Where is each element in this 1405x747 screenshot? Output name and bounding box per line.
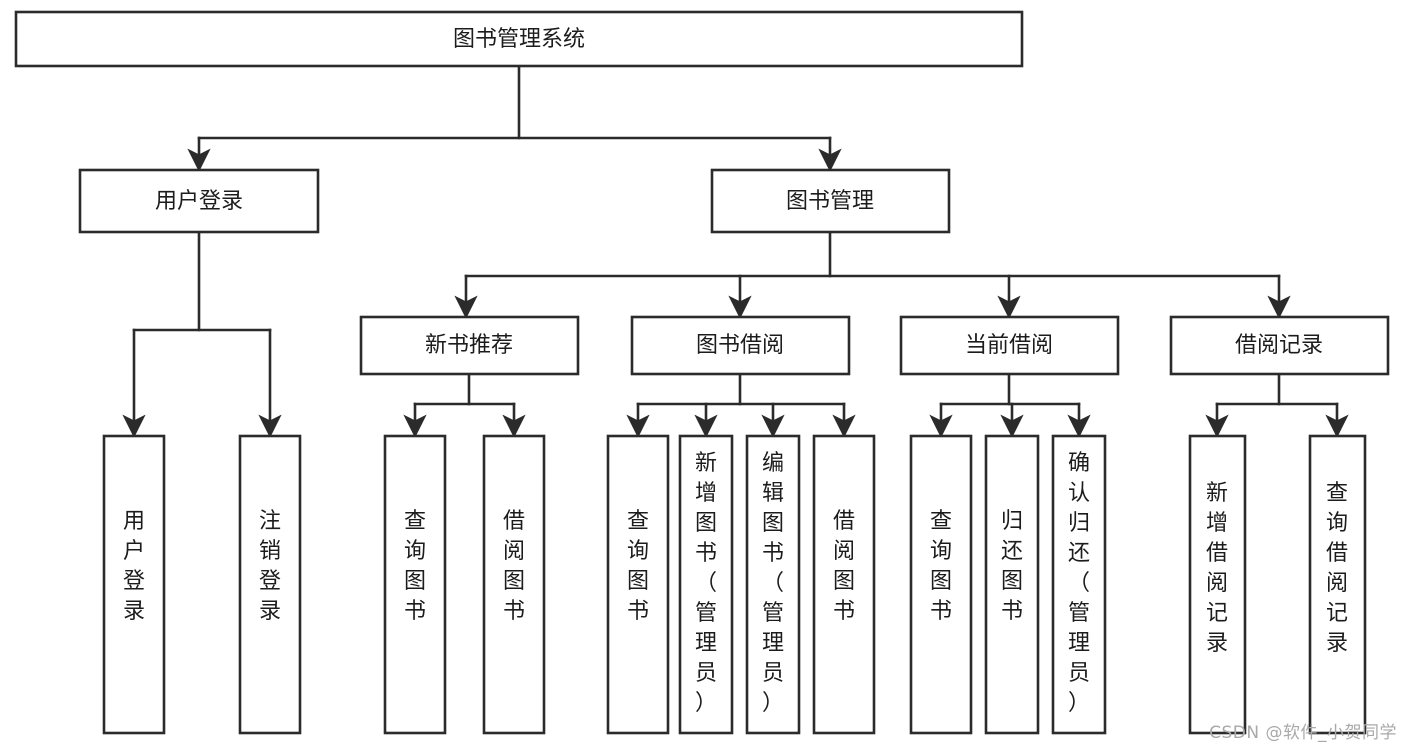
node-leaf2-label: 注销登录 [259,509,281,624]
node-leaf9[interactable]: 查询图书 [909,434,973,735]
node-leaf6[interactable]: 新增图书（管理员） [678,434,734,735]
node-login-label: 用户登录 [155,189,243,214]
edges-layer [122,64,1349,438]
node-leaf7-label: 编辑图书（管理员） [762,451,784,716]
node-leaf4[interactable]: 借阅图书 [482,434,546,735]
node-login-box[interactable] [78,168,320,234]
node-leaf8[interactable]: 借阅图书 [812,434,876,735]
node-leaf12[interactable]: 新增借阅记录 [1188,434,1247,735]
node-leaf5-label: 查询图书 [627,509,649,624]
node-current[interactable]: 当前借阅 [899,315,1120,376]
node-leaf3-label: 查询图书 [404,509,426,624]
node-leaf4-label: 借阅图书 [503,509,525,624]
node-leaf1-label: 用户登录 [123,509,145,624]
node-leaf8-label: 借阅图书 [833,509,855,624]
node-current-label: 当前借阅 [965,333,1053,358]
node-leaf3-box[interactable] [383,434,447,735]
node-leaf13-box[interactable] [1308,434,1367,735]
node-leaf7-box[interactable] [745,434,801,735]
node-root-box[interactable] [14,10,1024,68]
node-newbook-box[interactable] [359,315,580,376]
node-root-label: 图书管理系统 [453,27,585,52]
node-leaf10-box[interactable] [984,434,1040,735]
csdn-watermark: CSDN @软件_小贺同学 [1209,723,1397,743]
nodes-layer: 图书管理系统 用户登录 图书管理 新书推荐 图书借阅 当前 [14,10,1390,735]
node-leaf6-label: 新增图书（管理员） [695,451,717,716]
node-leaf4-box[interactable] [482,434,546,735]
node-leaf9-label: 查询图书 [930,509,952,624]
node-leaf2-box[interactable] [238,434,302,735]
node-current-box[interactable] [899,315,1120,376]
node-leaf11[interactable]: 确认归还（管理员） [1051,434,1107,735]
node-newbook-label: 新书推荐 [425,333,513,358]
node-leaf10[interactable]: 归还图书 [984,434,1040,735]
node-leaf8-box[interactable] [812,434,876,735]
node-newbook[interactable]: 新书推荐 [359,315,580,376]
node-leaf12-box[interactable] [1188,434,1247,735]
node-leaf3[interactable]: 查询图书 [383,434,447,735]
node-login[interactable]: 用户登录 [78,168,320,234]
node-bookmgmt[interactable]: 图书管理 [710,168,951,234]
node-leaf6-box[interactable] [678,434,734,735]
node-leaf5-box[interactable] [606,434,670,735]
node-leaf1[interactable]: 用户登录 [102,434,166,735]
node-leaf12-label: 新增借阅记录 [1206,481,1228,656]
node-borrow-label: 图书借阅 [696,333,784,358]
node-borrow[interactable]: 图书借阅 [630,315,851,376]
node-leaf13[interactable]: 查询借阅记录 [1308,434,1367,735]
node-leaf2[interactable]: 注销登录 [238,434,302,735]
node-leaf10-label: 归还图书 [1001,509,1023,624]
node-root[interactable]: 图书管理系统 [14,10,1024,68]
node-leaf5[interactable]: 查询图书 [606,434,670,735]
node-record-box[interactable] [1169,315,1390,376]
node-leaf1-box[interactable] [102,434,166,735]
node-bookmgmt-box[interactable] [710,168,951,234]
node-leaf11-box[interactable] [1051,434,1107,735]
node-borrow-box[interactable] [630,315,851,376]
node-record-label: 借阅记录 [1235,333,1323,358]
node-leaf13-label: 查询借阅记录 [1326,481,1348,656]
node-leaf7[interactable]: 编辑图书（管理员） [745,434,801,735]
node-leaf9-box[interactable] [909,434,973,735]
node-record[interactable]: 借阅记录 [1169,315,1390,376]
node-leaf11-label: 确认归还（管理员） [1068,451,1090,716]
node-bookmgmt-label: 图书管理 [786,189,874,214]
